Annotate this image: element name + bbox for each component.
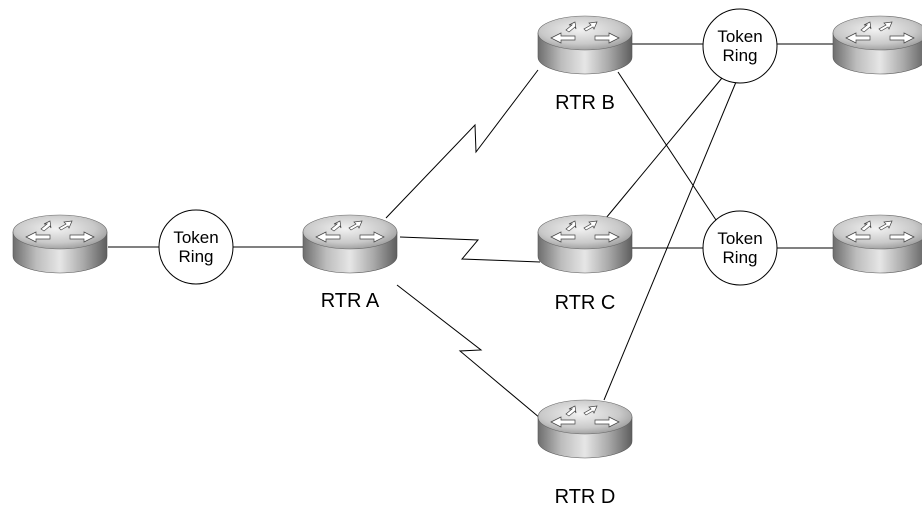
token-ring-text-line-1: Token xyxy=(173,228,218,247)
token-ring-text-line-2: Ring xyxy=(179,247,214,266)
links-layer xyxy=(108,43,834,419)
rtr-c-label: RTR C xyxy=(554,292,616,314)
rtr-a-router-icon xyxy=(302,214,398,274)
rtr-a-label: RTR A xyxy=(320,290,380,312)
routers-layer xyxy=(12,15,922,459)
right-bottom-router-router-icon xyxy=(832,214,922,274)
token-ring-text-line-2: Ring xyxy=(723,248,758,267)
lan-link-rtr-c-to-ring-top-right xyxy=(605,77,723,219)
lan-link-rtr-d-to-ring-top-right xyxy=(603,81,737,401)
token-ring-circle xyxy=(702,8,778,84)
token-ring-text-line-1: Token xyxy=(717,229,762,248)
serial-link-rtr-a-to-rtr-b xyxy=(385,69,539,219)
serial-link-rtr-a-to-rtr-c xyxy=(399,236,541,263)
lan-link-rtr-b-to-ring-bottom-right xyxy=(617,71,717,221)
rtr-d-label: RTR D xyxy=(554,486,616,508)
right-top-router-router-icon xyxy=(832,15,922,75)
token-ring-text-line-2: Ring xyxy=(723,46,758,65)
token-ring-text-line-1: Token xyxy=(717,27,762,46)
rtr-c-router-icon xyxy=(537,214,633,274)
rtr-b-router-icon xyxy=(537,15,633,75)
token-ring-circle xyxy=(702,210,778,286)
serial-link-rtr-a-to-rtr-d xyxy=(396,284,541,419)
rtr-b-label: RTR B xyxy=(555,92,615,114)
left-router-router-icon xyxy=(12,214,108,274)
token-ring-circle xyxy=(158,209,234,285)
rtr-d-router-icon xyxy=(537,399,633,459)
